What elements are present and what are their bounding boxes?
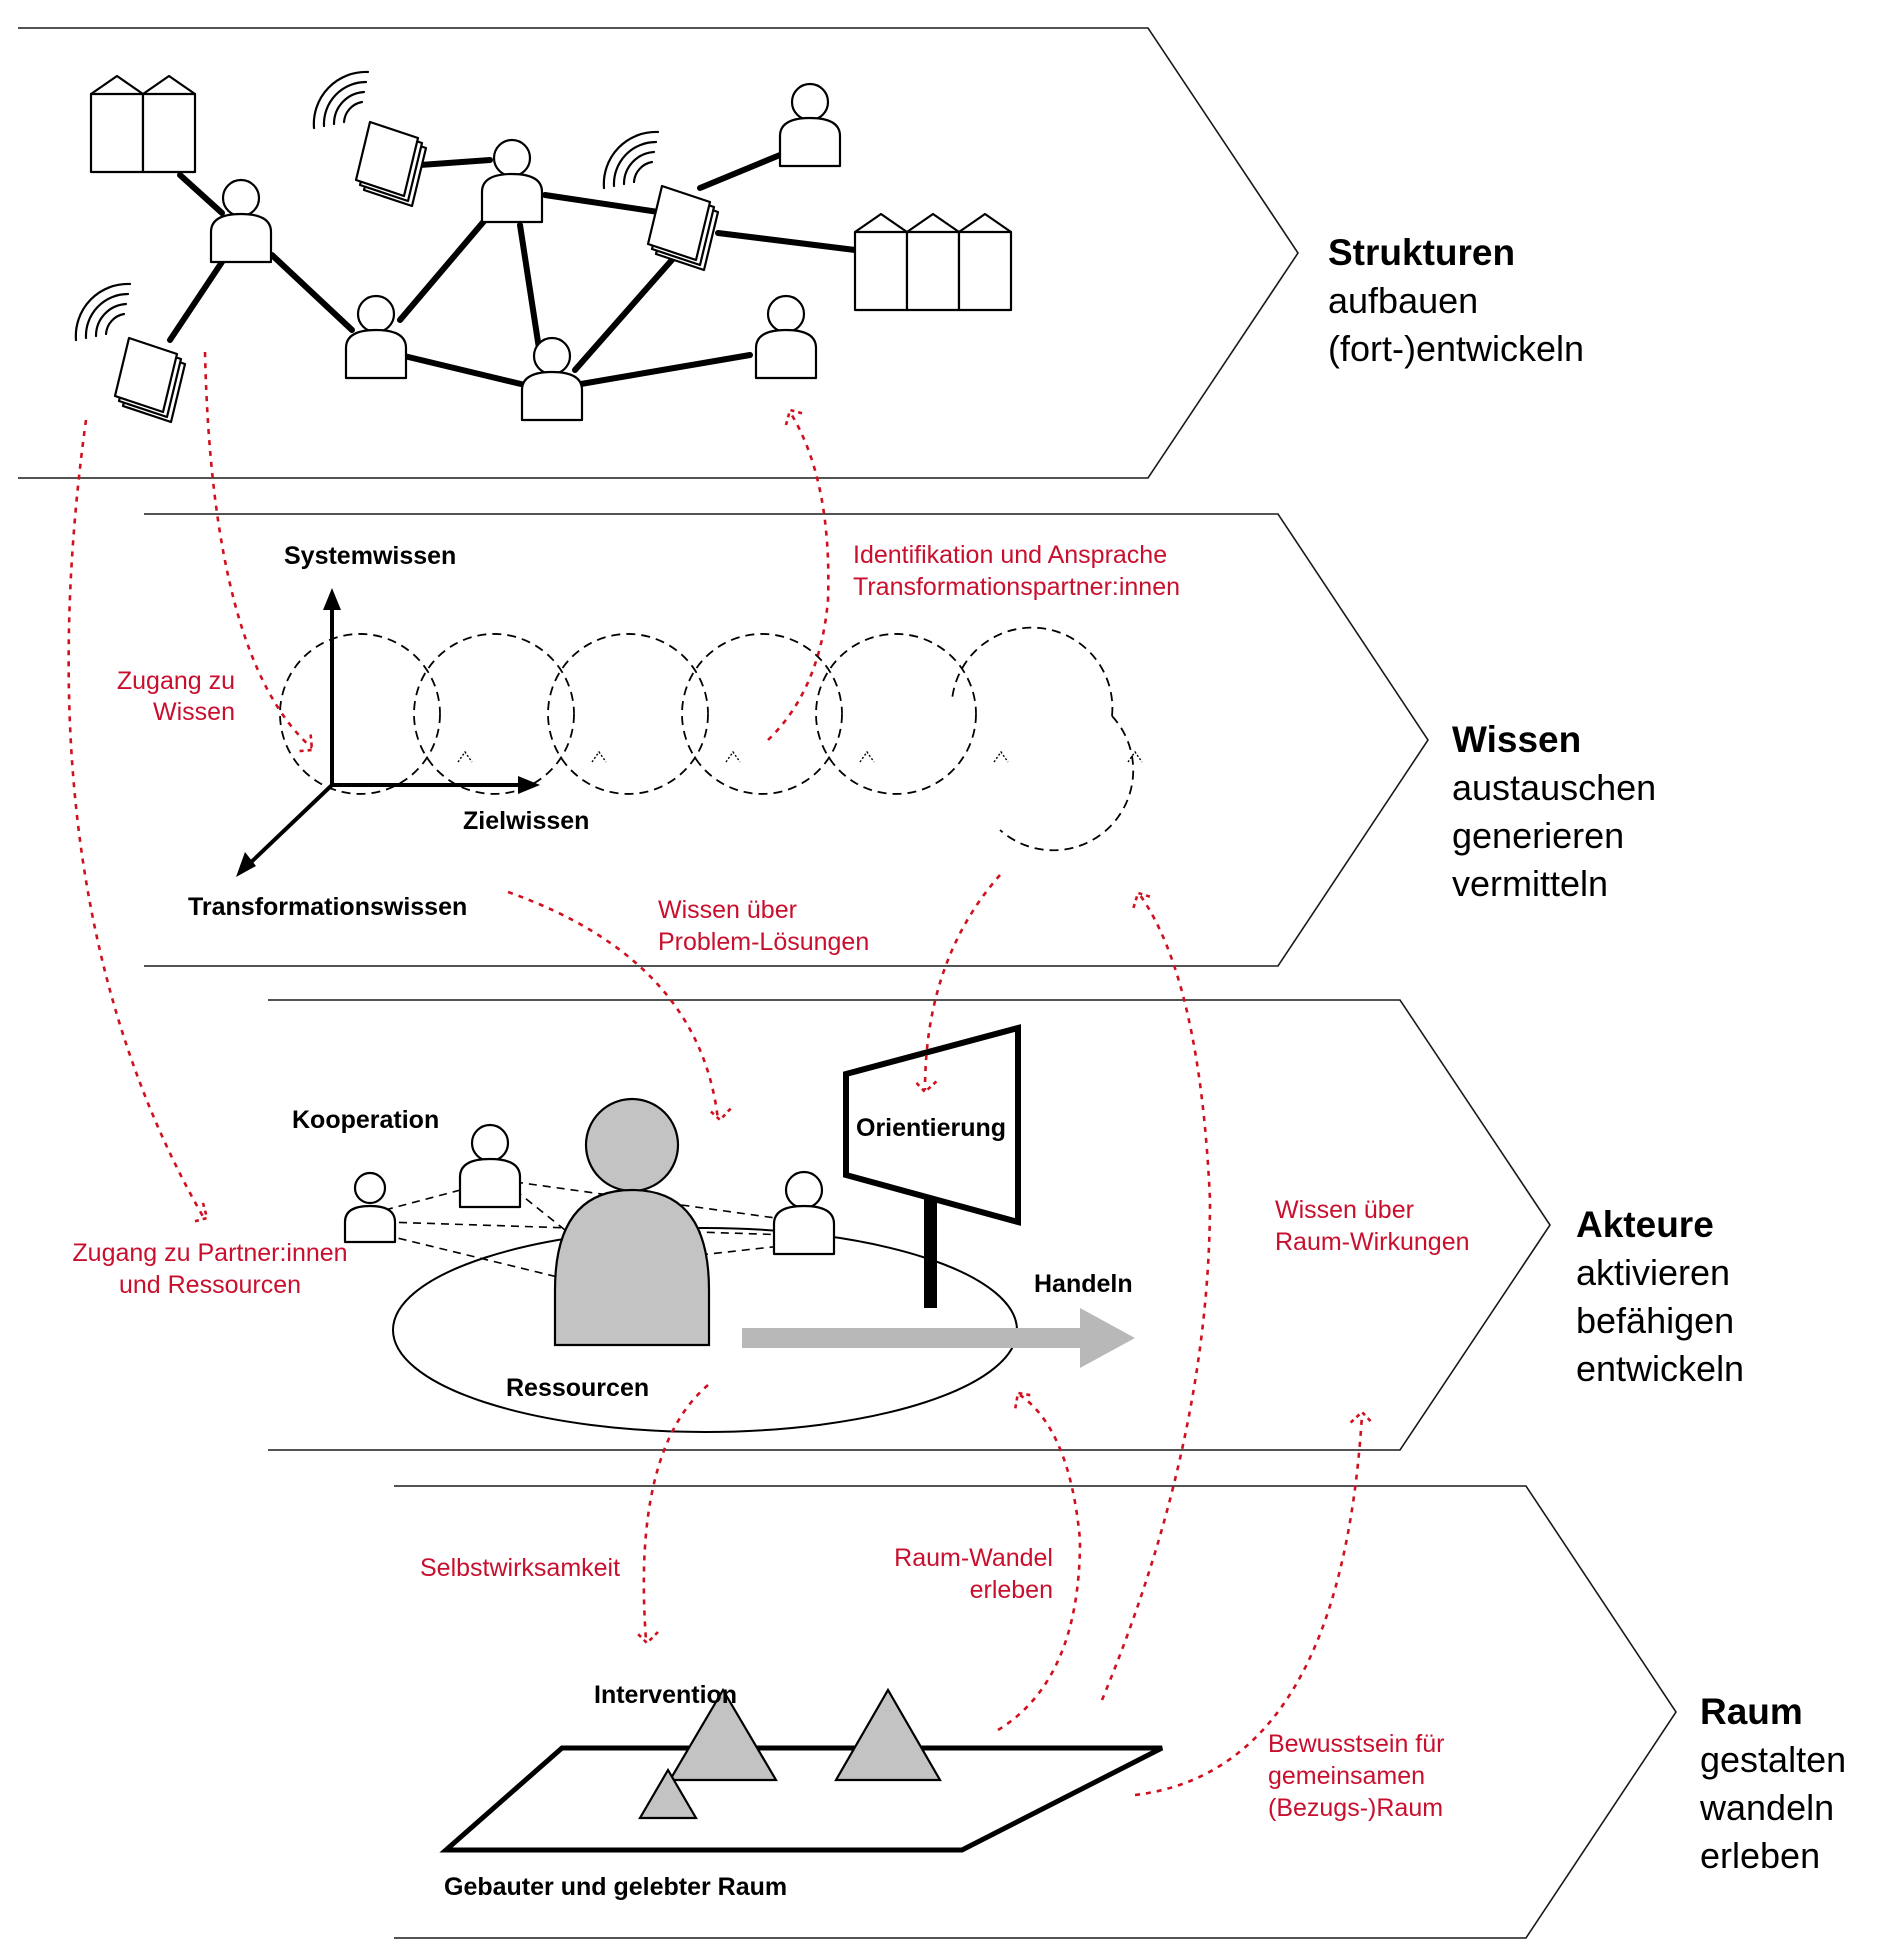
flow-label-problem-loesungen: Wissen über bbox=[658, 896, 797, 924]
person-icon bbox=[343, 1171, 397, 1244]
flow-label-raum-wirkungen: Wissen über bbox=[1275, 1196, 1414, 1224]
band-wissen bbox=[144, 513, 1429, 967]
flow-label-bewusstsein: gemeinsamen bbox=[1268, 1762, 1425, 1790]
flow-label-zugang-wissen: Wissen bbox=[153, 698, 235, 726]
level-verb: vermitteln bbox=[1452, 863, 1608, 904]
flow-label-selbstwirksamkeit: Selbstwirksamkeit bbox=[420, 1554, 620, 1582]
orientation-sign bbox=[843, 1024, 1021, 1308]
flow-label-zugang-partner: und Ressourcen bbox=[119, 1271, 301, 1299]
flow-label-raum-wandel: Raum-Wandel bbox=[894, 1544, 1053, 1572]
flow-label-problem-loesungen: Problem-Lösungen bbox=[658, 928, 869, 956]
flow-label-raum-wandel: erleben bbox=[970, 1576, 1053, 1604]
label-ressourcen: Ressourcen bbox=[506, 1374, 649, 1402]
flow-label-bewusstsein: (Bezugs-)Raum bbox=[1268, 1794, 1443, 1822]
level-verb: aktivieren bbox=[1576, 1252, 1730, 1293]
level-verb: entwickeln bbox=[1576, 1348, 1744, 1389]
network-links bbox=[167, 152, 858, 388]
flow-label-raum-wirkungen: Raum-Wirkungen bbox=[1275, 1228, 1470, 1256]
level-verb: erleben bbox=[1700, 1835, 1820, 1876]
level-verb: befähigen bbox=[1576, 1300, 1734, 1341]
level-title-wissen: Wissen bbox=[1452, 719, 1581, 760]
label-orientierung: Orientierung bbox=[856, 1114, 1006, 1142]
level-verb: generieren bbox=[1452, 815, 1624, 856]
house-triple-icon bbox=[853, 212, 1013, 312]
flow-label-zugang-partner: Zugang zu Partner:innen bbox=[72, 1239, 347, 1267]
level-title-strukturen: Strukturen bbox=[1328, 232, 1515, 273]
label-gebauter-raum: Gebauter und gelebter Raum bbox=[444, 1873, 787, 1901]
knowledge-spiral bbox=[279, 626, 1143, 852]
main-actor-icon bbox=[553, 1097, 711, 1347]
label-intervention: Intervention bbox=[594, 1681, 737, 1709]
level-title-akteure: Akteure bbox=[1576, 1204, 1714, 1245]
level-verb: (fort-)entwickeln bbox=[1328, 328, 1584, 369]
handeln-arrow bbox=[742, 1308, 1135, 1368]
level-title-raum: Raum bbox=[1700, 1691, 1803, 1732]
axis-label-transformationswissen: Transformationswissen bbox=[188, 893, 467, 921]
flow-label-bewusstsein: Bewusstsein für bbox=[1268, 1730, 1444, 1758]
flow-arrows bbox=[67, 351, 1375, 1797]
level-verb: wandeln bbox=[1699, 1787, 1834, 1828]
axis-label-systemwissen: Systemwissen bbox=[284, 542, 456, 570]
flow-label-identifikation: Identifikation und Ansprache bbox=[853, 541, 1167, 569]
flow-label-zugang-wissen: Zugang zu bbox=[117, 667, 235, 695]
intervention-shapes bbox=[638, 1687, 942, 1820]
knowledge-axes bbox=[236, 588, 540, 877]
label-kooperation: Kooperation bbox=[292, 1106, 439, 1134]
label-handeln: Handeln bbox=[1034, 1270, 1133, 1298]
flow-label-identifikation: Transformationspartner:innen bbox=[853, 573, 1180, 601]
space-plane bbox=[439, 1745, 1164, 1853]
level-verb: austauschen bbox=[1452, 767, 1656, 808]
axis-label-zielwissen: Zielwissen bbox=[463, 807, 589, 835]
level-verb: aufbauen bbox=[1328, 280, 1478, 321]
level-verb: gestalten bbox=[1700, 1739, 1846, 1780]
